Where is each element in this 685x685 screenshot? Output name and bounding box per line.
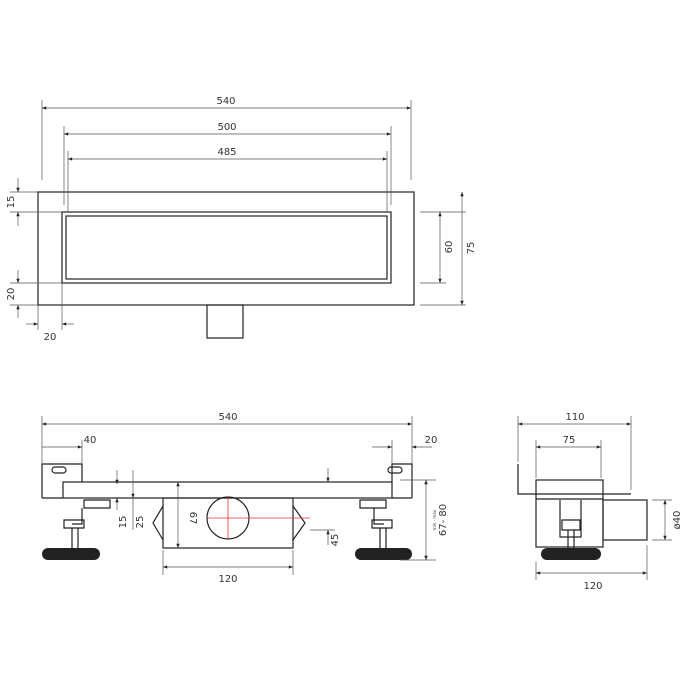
dim-15: 15 xyxy=(6,196,17,209)
dim-540: 540 xyxy=(218,412,237,423)
dim-20: 20 xyxy=(425,435,438,446)
dim-40: 40 xyxy=(84,435,97,446)
dim-15: 15 xyxy=(118,516,129,529)
outlet-pipe xyxy=(206,304,244,339)
dim-diameter-40: ø40 xyxy=(672,511,683,530)
dim-67-80: 67- 80 xyxy=(438,504,449,536)
side-view: 110 75 120 ø40 xyxy=(517,412,683,592)
right-foot xyxy=(355,548,412,560)
dim-67: 67 xyxy=(187,512,198,525)
min-max-note: min - max xyxy=(432,509,437,530)
dim-20-left: 20 xyxy=(6,288,17,301)
dim-110: 110 xyxy=(565,412,584,423)
dim-45: 45 xyxy=(330,534,341,547)
mounting-brackets xyxy=(41,463,413,498)
drain-outer xyxy=(37,191,415,306)
dim-500: 500 xyxy=(217,122,236,133)
dim-540: 540 xyxy=(216,96,235,107)
centerline xyxy=(207,497,310,539)
dim-75: 75 xyxy=(466,242,477,255)
top-view: 540 500 485 15 20 20 60 75 xyxy=(6,96,477,343)
front-view: 540 40 20 15 25 67 45 120 67- 80 min - m… xyxy=(41,412,449,585)
dim-25: 25 xyxy=(135,516,146,529)
side-foot xyxy=(541,548,601,560)
dim-120: 120 xyxy=(218,574,237,585)
dim-75: 75 xyxy=(563,435,576,446)
dim-20-bottom: 20 xyxy=(44,332,57,343)
grate-frame xyxy=(61,211,392,284)
dim-60: 60 xyxy=(444,241,455,254)
dim-485: 485 xyxy=(217,147,236,158)
side-outlet xyxy=(602,499,648,541)
dim-120: 120 xyxy=(583,581,602,592)
left-foot xyxy=(42,548,100,560)
channel xyxy=(62,481,393,499)
